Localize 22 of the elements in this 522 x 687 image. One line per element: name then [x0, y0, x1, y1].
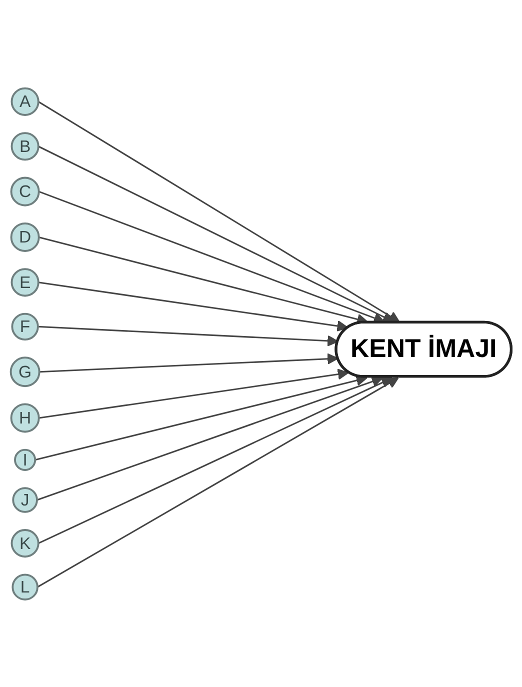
- arrow: [38, 281, 348, 332]
- node-circle: K: [10, 528, 40, 558]
- arrow: [38, 376, 393, 544]
- node-circle: F: [11, 312, 39, 340]
- node-circle: J: [12, 486, 38, 512]
- arrow: [38, 190, 385, 323]
- node-circle: E: [10, 268, 40, 296]
- arrow: [34, 374, 368, 460]
- arrow: [36, 376, 383, 500]
- arrow: [38, 100, 400, 322]
- arrow: [38, 368, 349, 418]
- node-circle: D: [10, 222, 40, 252]
- node-circle: A: [10, 86, 40, 116]
- node-circle: H: [10, 402, 40, 432]
- arrow: [37, 377, 399, 588]
- node-circle: B: [10, 132, 40, 160]
- node-circle: G: [10, 356, 40, 387]
- arrow: [39, 352, 338, 372]
- arrow: [38, 325, 338, 346]
- node-circle: C: [10, 176, 40, 206]
- node-circle: I: [14, 448, 36, 470]
- node-circle: L: [12, 573, 38, 600]
